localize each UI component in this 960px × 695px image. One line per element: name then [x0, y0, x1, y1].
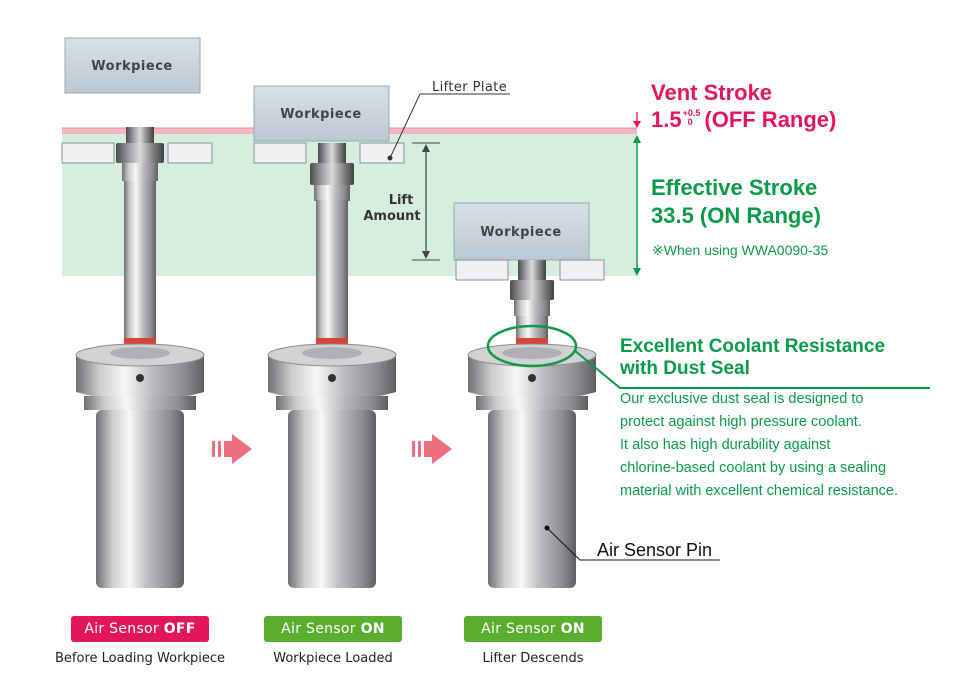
transition-arrow-1: [212, 434, 252, 464]
status-badge-on-2: Air Sensor ON: [464, 616, 602, 642]
workpiece-label-1: Workpiece: [91, 59, 172, 74]
vent-stroke-title: Vent Stroke: [651, 80, 773, 105]
coolant-desc-line: chlorine-based coolant by using a sealin…: [620, 460, 887, 476]
coolant-title-line1: Excellent Coolant Resistance: [620, 336, 886, 357]
vent-tol-lower: 0: [687, 117, 693, 127]
status-badge-on-1: Air Sensor ON: [264, 616, 402, 642]
workpiece-3: Workpiece: [453, 202, 590, 261]
coolant-desc-line: It also has high durability against: [620, 437, 831, 453]
badge-prefix: Air Sensor: [84, 621, 164, 637]
state-caption-2: Workpiece Loaded: [273, 651, 393, 666]
workpiece-1: Workpiece: [64, 37, 201, 94]
state-caption-3: Lifter Descends: [482, 651, 584, 666]
air-sensor-pin-leader: [546, 527, 720, 561]
coolant-title-line2: with Dust Seal: [620, 358, 750, 379]
badge-prefix: Air Sensor: [281, 621, 361, 637]
coolant-desc-line: Our exclusive dust seal is designed to: [620, 391, 864, 407]
lift-amount-line2: Amount: [363, 209, 421, 224]
vent-tol-upper: +0.5: [682, 108, 701, 118]
transition-arrow-2: [412, 434, 452, 464]
workpiece-label-3: Workpiece: [480, 225, 561, 240]
state-caption-1: Before Loading Workpiece: [55, 651, 225, 666]
effective-stroke-note: ※When using WWA0090-35: [652, 242, 829, 258]
vent-stroke-range: (OFF Range): [704, 107, 837, 132]
sensor-pin-3: [467, 260, 597, 588]
status-badge-off: Air Sensor OFF: [71, 616, 209, 642]
badge-state: OFF: [163, 621, 196, 637]
coolant-desc-line: material with excellent chemical resista…: [620, 483, 899, 499]
lifter-plate-label: Lifter Plate: [432, 80, 508, 95]
lift-amount-label: Lift Amount: [363, 193, 426, 225]
workpiece-2: Workpiece: [253, 85, 390, 142]
dust-seal-callout: [486, 324, 930, 389]
lifter-plate-leader: [389, 93, 510, 159]
badge-prefix: Air Sensor: [481, 621, 561, 637]
effective-stroke-value: 33.5 (ON Range): [651, 203, 821, 228]
sensor-pin-1: [75, 127, 205, 588]
badge-state: ON: [360, 621, 385, 637]
coolant-desc-line: protect against high pressure coolant.: [620, 414, 862, 430]
coolant-description: Our exclusive dust seal is designed to p…: [620, 388, 950, 503]
lift-amount-arrow: [412, 142, 440, 261]
vent-stroke-number: 1.5: [651, 107, 682, 132]
lifter-plates: [61, 142, 605, 281]
badge-state: ON: [560, 621, 585, 637]
air-sensor-pin-label: Air Sensor Pin: [597, 540, 713, 560]
sensor-pin-2: [267, 143, 397, 588]
lift-amount-line1: Lift: [388, 193, 414, 208]
effective-stroke-title: Effective Stroke: [651, 175, 818, 200]
stroke-arrows: [633, 112, 641, 276]
workpiece-label-2: Workpiece: [280, 107, 361, 122]
coolant-title: Excellent Coolant Resistance with Dust S…: [620, 336, 885, 380]
